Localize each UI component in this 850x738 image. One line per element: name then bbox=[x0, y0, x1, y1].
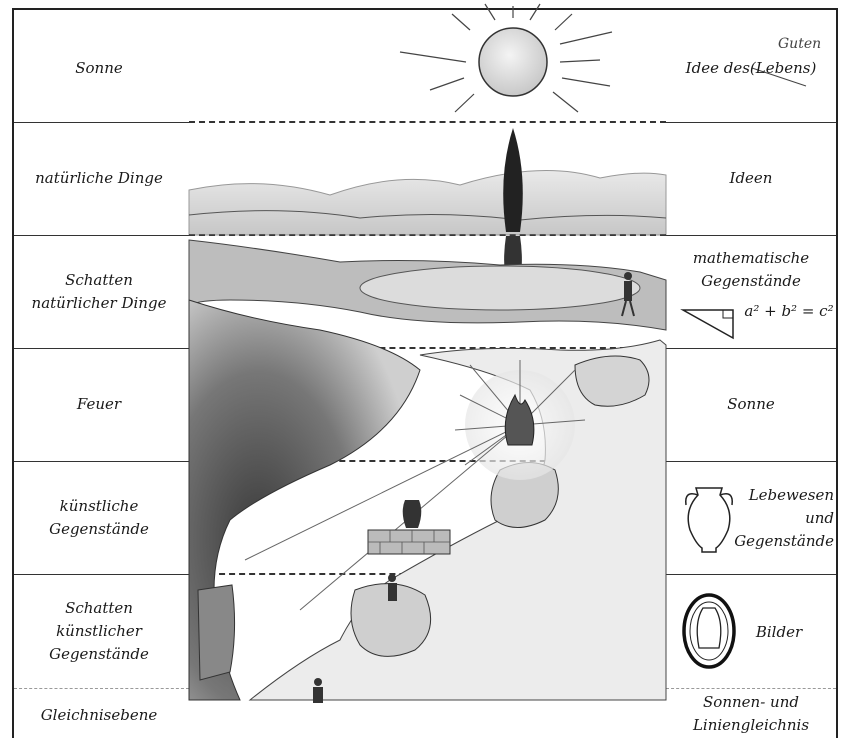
right-label-ideas: Ideen bbox=[666, 122, 836, 235]
vase-icon bbox=[686, 488, 733, 552]
right-label-math: mathematische Gegenstände bbox=[666, 235, 836, 305]
left-label-artificial: künstliche Gegenstände bbox=[14, 461, 184, 574]
right-label-living-beings: Lebewesen und Gegenstände bbox=[738, 476, 834, 560]
right-label-images: Bilder bbox=[744, 612, 814, 652]
left-label-shadows-natural: Schatten natürlicher Dinge bbox=[14, 235, 184, 348]
right-label-sun-2: Sonne bbox=[666, 348, 836, 461]
sun-icon bbox=[400, 4, 612, 112]
left-label-fire: Feuer bbox=[14, 348, 184, 461]
vase-image-icon bbox=[684, 595, 734, 667]
right-label-sun: Idee des(Lebens) bbox=[666, 14, 836, 122]
left-label-parable: Gleichnisebene bbox=[14, 695, 184, 735]
cypress-tree-icon bbox=[503, 128, 523, 232]
pythagoras-formula: a² + b² = c² bbox=[742, 298, 836, 324]
triangle-icon bbox=[683, 310, 733, 338]
left-label-sun: Sonne bbox=[14, 14, 184, 122]
right-label-parable: Sonnen- und Liniengleichnis bbox=[666, 690, 836, 738]
left-label-natural-things: natürliche Dinge bbox=[14, 122, 184, 235]
left-label-shadows-artificial: Schatten künstlicher Gegenstände bbox=[14, 574, 184, 688]
